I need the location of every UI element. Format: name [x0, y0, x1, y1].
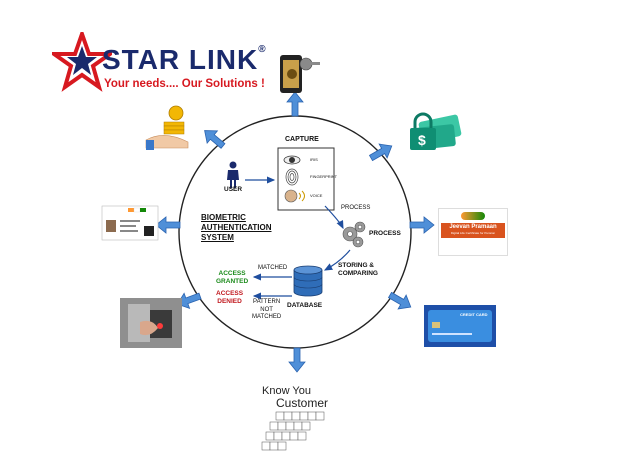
- finger-scanner-image: [120, 298, 182, 348]
- process-edge-label: PROCESS: [341, 205, 371, 211]
- kyc-text: Know You Customer: [262, 385, 328, 409]
- registered-mark: ®: [258, 44, 267, 55]
- brand-tagline: Your needs.... Our Solutions !: [104, 78, 265, 90]
- storing-line-2: COMPARING: [338, 270, 378, 277]
- not-matched-line-3: MATCHED: [252, 314, 282, 320]
- jeevan-pramaan-image: Jeevan Pramaan Digital Life Certificate …: [438, 208, 508, 256]
- access-denied-label: ACCESS DENIED: [216, 290, 243, 306]
- matched-label: MATCHED: [258, 265, 288, 271]
- storing-label: STORING & COMPARING: [338, 262, 378, 278]
- kyc-line-1: Know You: [262, 385, 311, 397]
- storing-line-1: STORING &: [338, 262, 374, 269]
- arrow-right: [409, 216, 435, 234]
- arrow-down: [288, 347, 306, 373]
- jeevan-title: Jeevan Pramaan: [449, 224, 497, 230]
- voice-icon: [284, 189, 305, 203]
- capture-label: CAPTURE: [285, 136, 319, 143]
- arrow-left: [155, 216, 181, 234]
- arrow-up-right: [368, 143, 393, 162]
- fingerprint-icon: [285, 168, 299, 186]
- outer-arrows: [155, 91, 435, 373]
- title-line-3: SYSTEM: [201, 233, 234, 242]
- not-matched-line-1: PATTERN: [253, 299, 281, 305]
- process-to-database-arrow: [323, 249, 351, 271]
- capture-to-process-arrow: [324, 205, 344, 230]
- not-matched-line-2: NOT: [260, 306, 273, 313]
- id-card-image: [101, 205, 159, 241]
- jeevan-logo-icon: [461, 212, 485, 220]
- credit-card-label: CREDIT CARD: [460, 312, 488, 317]
- access-granted-line-2: GRANTED: [216, 278, 249, 285]
- capture-item-voice: VOICE: [310, 193, 323, 198]
- starlink-logo: STAR LINK® Your needs.... Our Solutions …: [52, 32, 266, 96]
- access-denied-line-1: ACCESS: [216, 290, 244, 297]
- capture-item-fingerprint: FINGERPRINT: [310, 174, 338, 179]
- gears-icon: [342, 221, 366, 248]
- access-granted-label: ACCESS GRANTED: [216, 270, 248, 286]
- not-matched-label: PATTERN NOT MATCHED: [252, 299, 281, 322]
- jeevan-subtitle: Digital Life Certificate for Pension: [450, 231, 496, 235]
- credit-card-image: [424, 305, 496, 347]
- brand-name-text: STAR LINK: [102, 44, 259, 75]
- star-icon: [52, 32, 112, 92]
- access-denied-line-2: DENIED: [217, 298, 242, 305]
- iris-icon: [283, 155, 301, 165]
- database-icon: [293, 265, 323, 297]
- lock-cards-image: $: [410, 112, 462, 150]
- kyc-line-2: Customer: [276, 396, 329, 410]
- user-icon: [227, 161, 239, 188]
- brand-name: STAR LINK®: [102, 44, 267, 76]
- arrow-up-left: [204, 130, 226, 149]
- title-line-1: BIOMETRIC: [201, 213, 246, 222]
- database-label: DATABASE: [287, 302, 323, 309]
- arrow-up: [286, 91, 304, 117]
- process-label: PROCESS: [369, 230, 401, 237]
- mobile-key-image: [280, 55, 320, 93]
- svg-text:$: $: [418, 132, 426, 148]
- kyc-crossword-image: [261, 411, 325, 451]
- coins-hand-image: [145, 105, 189, 150]
- jeevan-banner: Jeevan Pramaan Digital Life Certificate …: [441, 223, 505, 238]
- access-granted-line-1: ACCESS: [218, 270, 246, 277]
- diagram-title: BIOMETRIC AUTHENTICATION SYSTEM: [201, 213, 272, 243]
- capture-item-iris: IRIS: [310, 157, 318, 162]
- title-line-2: AUTHENTICATION: [201, 223, 272, 232]
- arrow-down-right: [387, 291, 412, 310]
- user-label: USER: [224, 186, 243, 193]
